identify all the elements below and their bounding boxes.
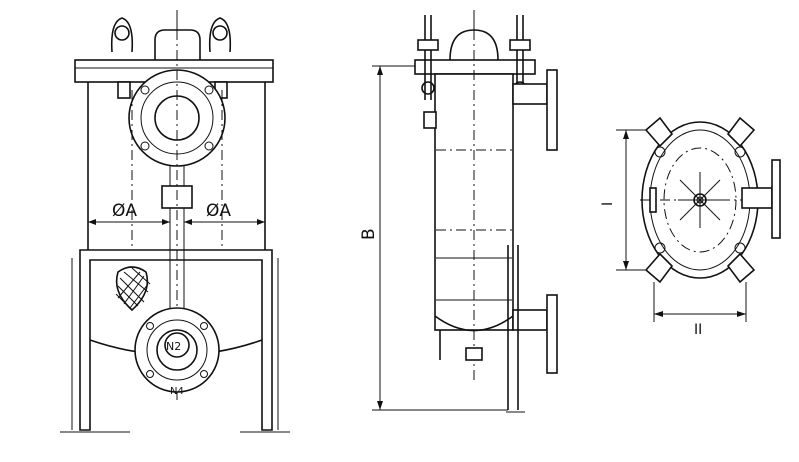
front-view: ØA ØA N2 N4 (60, 10, 290, 433)
top-view-lug-bottom-left (644, 252, 674, 284)
front-strainer-mesh (115, 266, 151, 312)
side-view: B (359, 10, 558, 413)
front-lower-flange (134, 307, 220, 393)
dimension-label-ii: II (694, 322, 702, 338)
front-lower-body (79, 249, 273, 431)
front-diameter-label-left: ØA (112, 201, 137, 221)
front-eye-bolt-right (208, 17, 232, 53)
top-view-lug-top-left (644, 116, 674, 148)
side-outlet-nozzle-bottom (512, 294, 558, 374)
height-dimension-label: B (359, 228, 379, 240)
nozzle-label-n2: N2 (166, 340, 181, 353)
top-view-lug-top-right (726, 116, 756, 148)
side-bolt-left (417, 15, 439, 100)
side-bottom-dish (434, 315, 514, 332)
top-view-lug-bottom-right (726, 252, 756, 284)
nozzle-label-n4: N4 (170, 386, 184, 397)
side-outlet-nozzle-top (512, 69, 558, 151)
front-diameter-label-right: ØA (206, 201, 231, 221)
top-view: I II (600, 116, 781, 338)
top-view-outlet-nozzle (741, 159, 781, 239)
dimension-label-i: I (600, 202, 616, 206)
front-eye-bolt-left (110, 17, 134, 53)
